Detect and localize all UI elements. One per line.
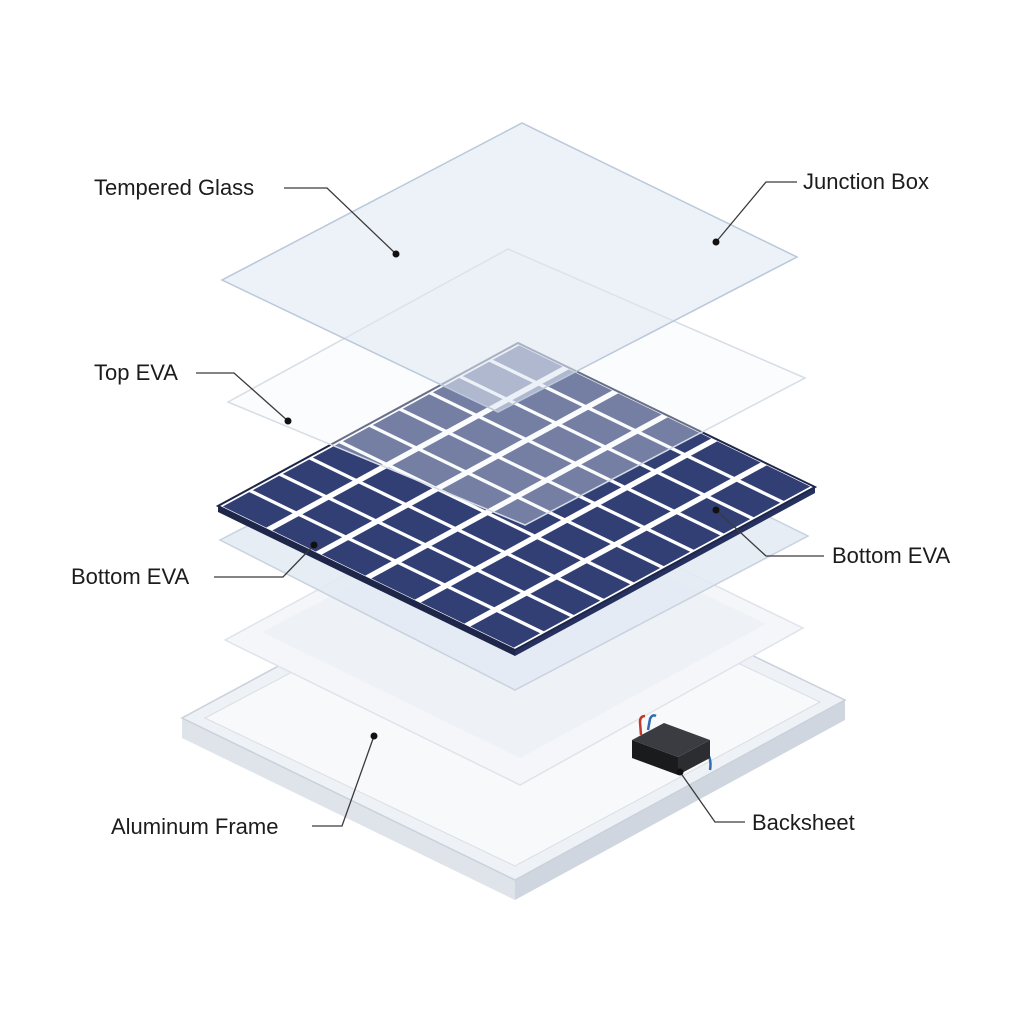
solar-cell <box>420 588 491 624</box>
solar-cell <box>371 564 442 600</box>
solar-cell <box>372 410 443 447</box>
label-bottom-eva-left: Bottom EVA <box>71 564 190 589</box>
leader-dot-tempered-glass <box>392 250 400 258</box>
solar-cell <box>600 490 671 526</box>
solar-cell <box>452 418 523 454</box>
solar-cell <box>641 417 712 453</box>
leader-backsheet <box>679 771 745 823</box>
solar-cell <box>392 450 463 487</box>
cell-panel-side-right <box>515 487 815 656</box>
solar-cell <box>620 530 691 567</box>
label-backsheet: Backsheet <box>752 810 855 835</box>
label-aluminum-frame: Aluminum Frame <box>111 814 278 839</box>
solar-cell <box>591 393 662 429</box>
label-junction-box: Junction Box <box>803 169 929 194</box>
solar-cell <box>531 426 602 462</box>
blue-wire <box>646 714 657 731</box>
leader-dot-top-eva <box>284 417 292 425</box>
solar-cell <box>342 426 413 463</box>
leader-tempered-glass <box>284 187 397 255</box>
solar-cell <box>332 483 403 519</box>
solar-cell <box>630 474 701 510</box>
leader-dot-bottom-eva-left <box>310 541 318 549</box>
solar-cell <box>471 458 542 495</box>
leader-dot-bottom-eva-right <box>712 506 720 514</box>
leader-top-eva <box>196 372 289 422</box>
solar-cell <box>540 522 611 559</box>
leader-bottom-eva-right <box>715 509 824 557</box>
junction-box-right <box>678 740 710 775</box>
solar-cell <box>590 546 661 583</box>
leader-junction-box <box>715 181 797 243</box>
solar-cell <box>321 540 392 576</box>
solar-cell <box>530 579 601 615</box>
solar-cell <box>351 523 422 560</box>
solar-cell <box>561 409 632 446</box>
solar-cell <box>461 515 532 551</box>
label-tempered-glass: Tempered Glass <box>94 175 254 200</box>
solar-cell <box>740 465 811 501</box>
label-bottom-eva-right: Bottom EVA <box>832 543 951 568</box>
junction-box-front <box>632 740 678 775</box>
solar-cell <box>252 475 323 512</box>
solar-cell <box>381 507 452 543</box>
solar-cell <box>401 547 472 584</box>
leader-dot-junction-box <box>712 238 720 246</box>
solar-cell <box>282 459 353 495</box>
leader-dot-aluminum-frame <box>370 732 378 740</box>
junction-box-top <box>632 723 710 757</box>
solar-cell <box>650 514 721 550</box>
cell-panel-side <box>218 506 515 656</box>
leader-dot-backsheet <box>676 768 684 776</box>
solar-cell <box>312 443 383 479</box>
label-top-eva: Top EVA <box>94 360 178 385</box>
solar-cell <box>431 531 502 567</box>
solar-cell <box>272 516 343 552</box>
frame-right-side <box>515 700 845 900</box>
solar-cell <box>362 467 433 503</box>
solar-cell <box>510 539 581 575</box>
solar-cell <box>551 466 622 502</box>
leader-bottom-eva-left <box>214 544 315 578</box>
solar-cell <box>500 595 571 632</box>
solar-cell <box>660 457 731 494</box>
tempered-glass-layer <box>220 122 799 413</box>
leader-aluminum-frame <box>312 735 375 827</box>
solar-cell <box>402 394 473 430</box>
solar-cell <box>710 481 781 518</box>
red-wire <box>638 714 646 736</box>
solar-cell <box>411 491 482 527</box>
solar-cell <box>501 442 572 478</box>
solar-cell <box>491 498 562 535</box>
solar-cell <box>611 433 682 470</box>
junction-box <box>632 714 712 775</box>
solar-cell <box>470 612 541 648</box>
solar-cell <box>560 563 631 599</box>
solar-cell <box>690 441 761 477</box>
solar-cell <box>521 482 592 519</box>
solar-cell <box>222 492 293 528</box>
callout-leaders <box>196 181 824 827</box>
solar-cell <box>450 571 521 608</box>
solar-cell <box>441 474 512 511</box>
solar-cell <box>581 450 652 486</box>
solar-cell <box>302 499 373 536</box>
callout-labels: Tempered Glass Junction Box Top EVA Bott… <box>71 169 951 839</box>
solar-cell <box>422 434 493 471</box>
solar-cell <box>570 506 641 543</box>
solar-cell <box>480 555 551 591</box>
